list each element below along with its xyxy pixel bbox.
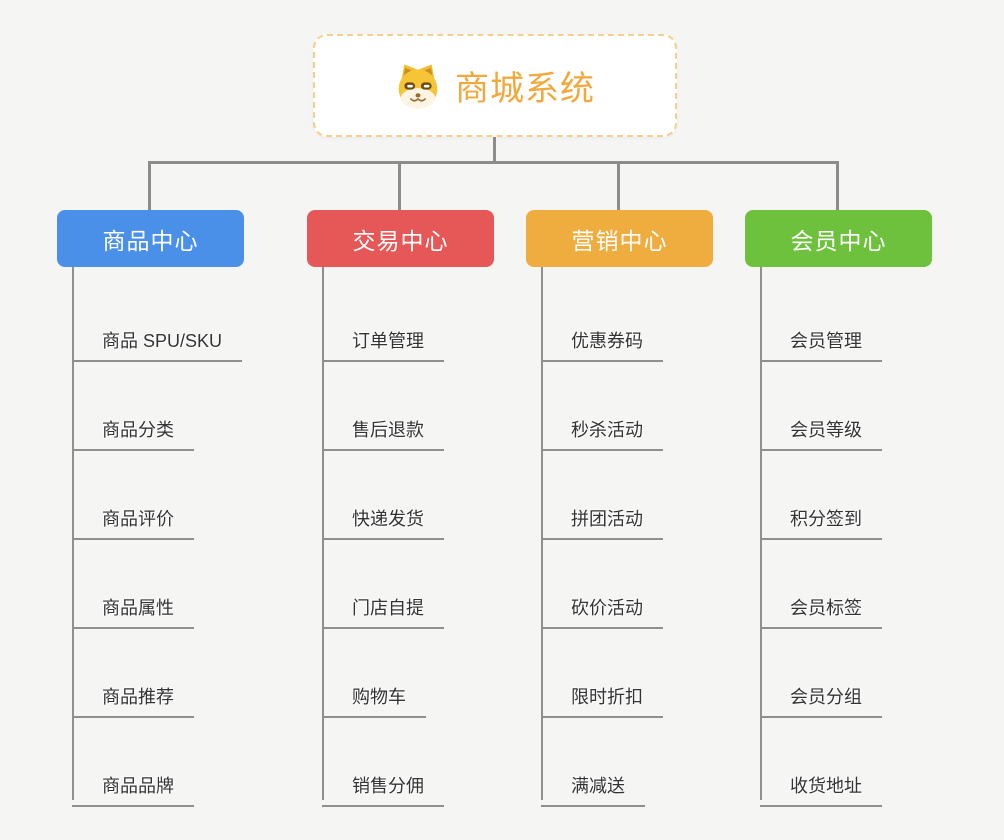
leaf-node[interactable]: 会员分组 xyxy=(760,667,882,718)
branch-node-trade-center[interactable]: 交易中心 xyxy=(307,210,494,267)
connector-drop-3 xyxy=(617,163,620,210)
branch-column-member: 会员中心 会员管理 会员等级 积分签到 会员标签 会员分组 收货地址 xyxy=(745,210,932,807)
branch-child-connector xyxy=(541,267,543,800)
leaf-node[interactable]: 售后退款 xyxy=(322,400,444,451)
leaf-node[interactable]: 商品品牌 xyxy=(72,756,194,807)
connector-root-stem xyxy=(493,137,496,163)
doge-icon xyxy=(395,63,441,109)
leaf-node[interactable]: 快递发货 xyxy=(322,489,444,540)
leaf-node[interactable]: 购物车 xyxy=(322,667,426,718)
leaf-node[interactable]: 商品 SPU/SKU xyxy=(72,311,243,362)
leaf-node[interactable]: 优惠券码 xyxy=(541,311,663,362)
leaf-node[interactable]: 会员等级 xyxy=(760,400,882,451)
branch-child-connector xyxy=(322,267,324,800)
leaf-node[interactable]: 收货地址 xyxy=(760,756,882,807)
leaf-node[interactable]: 订单管理 xyxy=(322,311,444,362)
leaf-node[interactable]: 拼团活动 xyxy=(541,489,663,540)
leaf-node[interactable]: 满减送 xyxy=(541,756,645,807)
leaf-node[interactable]: 砍价活动 xyxy=(541,578,663,629)
root-title: 商城系统 xyxy=(455,70,595,108)
leaf-node[interactable]: 门店自提 xyxy=(322,578,444,629)
leaf-node[interactable]: 商品属性 xyxy=(72,578,194,629)
connector-horizontal xyxy=(148,161,839,164)
branch-child-connector xyxy=(72,267,74,800)
branch-column-trade: 交易中心 订单管理 售后退款 快递发货 门店自提 购物车 销售分佣 xyxy=(307,210,494,807)
branch-node-member-center[interactable]: 会员中心 xyxy=(745,210,932,267)
branch-node-marketing-center[interactable]: 营销中心 xyxy=(526,210,713,267)
branch-column-marketing: 营销中心 优惠券码 秒杀活动 拼团活动 砍价活动 限时折扣 满减送 xyxy=(526,210,713,807)
leaf-node[interactable]: 会员标签 xyxy=(760,578,882,629)
leaf-node[interactable]: 限时折扣 xyxy=(541,667,663,718)
leaf-node[interactable]: 秒杀活动 xyxy=(541,400,663,451)
leaf-node[interactable]: 会员管理 xyxy=(760,311,882,362)
branch-column-product: 商品中心 商品 SPU/SKU 商品分类 商品评价 商品属性 商品推荐 商品品牌 xyxy=(57,210,244,807)
root-node[interactable]: 商城系统 xyxy=(313,34,677,137)
connector-drop-4 xyxy=(836,163,839,210)
leaf-node[interactable]: 销售分佣 xyxy=(322,756,444,807)
leaf-node[interactable]: 积分签到 xyxy=(760,489,882,540)
connector-drop-2 xyxy=(398,163,401,210)
leaf-node[interactable]: 商品评价 xyxy=(72,489,194,540)
branch-child-connector xyxy=(760,267,762,800)
branch-node-product-center[interactable]: 商品中心 xyxy=(57,210,244,267)
leaf-node[interactable]: 商品分类 xyxy=(72,400,194,451)
connector-drop-1 xyxy=(148,163,151,210)
leaf-node[interactable]: 商品推荐 xyxy=(72,667,194,718)
